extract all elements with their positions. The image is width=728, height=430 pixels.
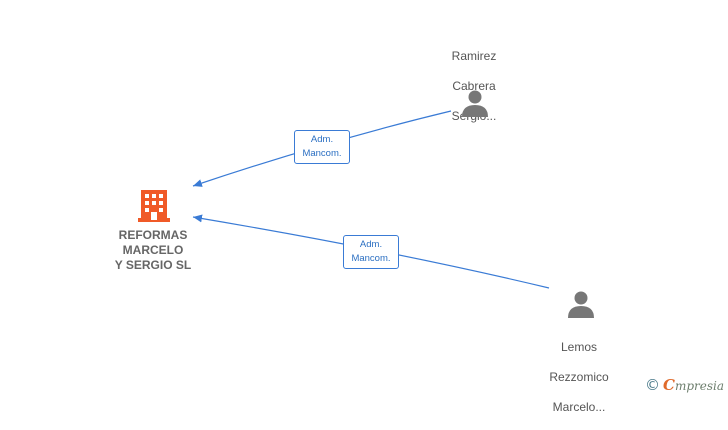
- company-name[interactable]: REFORMAS MARCELO Y SERGIO SL: [98, 228, 208, 273]
- company-name-line: REFORMAS: [118, 228, 188, 242]
- relation-label-line: Adm.: [310, 134, 334, 145]
- empresia-logo[interactable]: ©Cmpresia: [645, 376, 724, 394]
- company-name-line: Y SERGIO SL: [114, 258, 192, 272]
- company-name-line: MARCELO: [122, 243, 184, 257]
- person-name-line: Lemos: [560, 340, 598, 354]
- person-name-lemos[interactable]: Lemos Rezzomico Marcelo...: [534, 325, 624, 430]
- relation-label-adm-mancom[interactable]: Adm. Mancom.: [294, 130, 350, 164]
- relation-label-adm-mancom[interactable]: Adm. Mancom.: [343, 235, 399, 269]
- building-icon[interactable]: [138, 188, 170, 222]
- person-name-line: Cabrera: [452, 79, 496, 93]
- copyright-icon: ©: [644, 376, 660, 394]
- relation-label-line: Adm.: [359, 239, 383, 250]
- brand-initial: C: [662, 376, 675, 394]
- person-name-line: Marcelo...: [552, 400, 606, 414]
- relation-label-line: Mancom.: [302, 148, 342, 159]
- person-name-line: Ramirez: [451, 49, 497, 63]
- person-icon[interactable]: [461, 89, 489, 117]
- relation-label-line: Mancom.: [351, 253, 391, 264]
- brand-name: mpresia: [674, 379, 724, 393]
- person-name-line: Rezzomico: [549, 370, 609, 384]
- person-icon[interactable]: [567, 290, 595, 318]
- person-name-ramirez[interactable]: Ramirez Cabrera Sergio...: [432, 34, 516, 139]
